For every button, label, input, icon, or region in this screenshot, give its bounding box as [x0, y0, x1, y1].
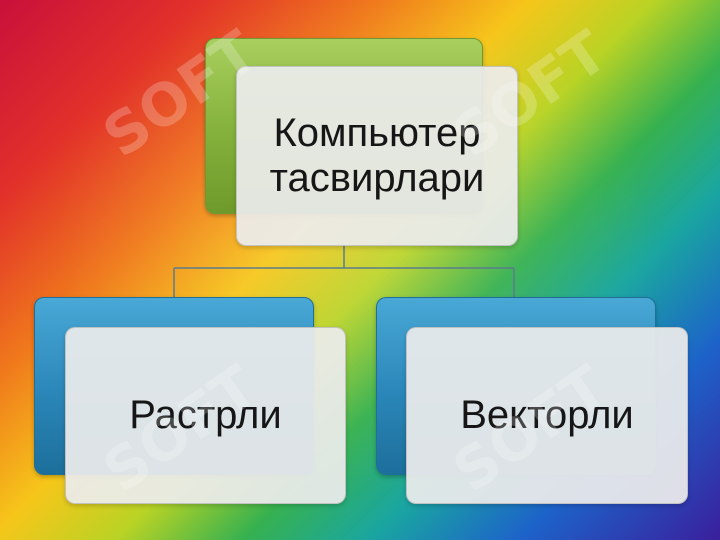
child-node-raster-card: Растрли [65, 327, 346, 504]
root-title-line1: Компьютер [273, 111, 481, 156]
child-label-raster: Растрли [129, 393, 282, 438]
root-node-card: Компьютер тасвирлари [236, 66, 518, 246]
child-label-vector: Векторли [460, 393, 634, 438]
child-node-vector-card: Векторли [406, 327, 688, 504]
root-title-line2: тасвирлари [269, 156, 485, 200]
